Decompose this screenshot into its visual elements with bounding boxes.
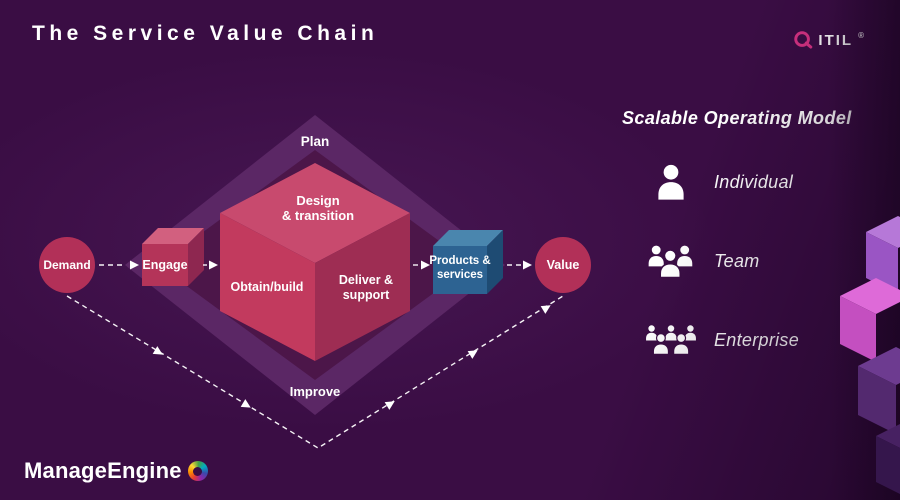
arrowhead — [240, 399, 251, 408]
deco-cube-dark-top — [858, 347, 900, 385]
itil-wordmark: ITIL — [818, 31, 854, 49]
design-transition-label-line1: Design — [296, 193, 339, 208]
obtain-build-label: Obtain/build — [231, 280, 304, 294]
products-services-label-line2: services — [437, 269, 483, 281]
manageengine-wordmark: ManageEngine — [24, 458, 182, 483]
products-services-label-line1: Products & — [429, 255, 490, 267]
improve-label: Improve — [290, 384, 341, 399]
manageengine-swirl-hole — [193, 466, 203, 476]
manageengine-swirl-icon — [187, 461, 208, 481]
deliver-support-label-line2: support — [343, 288, 390, 302]
arrowhead — [384, 401, 395, 410]
itil-registered-mark: ® — [858, 31, 864, 40]
design-transition-label-line2: & transition — [282, 208, 354, 223]
service-value-chain-diagram: Plan Improve Design & transition Obtain/… — [39, 115, 591, 449]
operating-model-heading: Scalable Operating Model — [622, 108, 852, 128]
itil-swirl-icon — [794, 31, 813, 49]
manageengine-logo: ManageEngine — [24, 458, 208, 484]
plan-label: Plan — [301, 134, 330, 149]
deco-cube-darkest-top — [876, 424, 900, 448]
deco-cube-pink-front — [840, 296, 876, 362]
operating-model-label: Enterprise — [714, 329, 800, 350]
deco-cube-lavender-front — [866, 232, 898, 294]
deliver-support-label-line1: Deliver & — [339, 273, 393, 287]
individual-icon — [642, 164, 700, 200]
operating-model-label: Individual — [714, 171, 794, 192]
operating-model-label: Team — [714, 250, 760, 271]
value-label: Value — [547, 258, 580, 272]
deco-cube-darkest-front — [876, 436, 900, 494]
arrowhead — [467, 350, 478, 359]
decorative-cubes — [840, 216, 900, 494]
demand-label: Demand — [43, 258, 90, 272]
arrowhead — [523, 260, 532, 270]
deco-cube-dark-front — [858, 366, 896, 434]
arrowhead — [152, 346, 163, 355]
enterprise-icon — [642, 324, 700, 356]
engage-label: Engage — [142, 258, 187, 272]
team-icon — [642, 245, 700, 278]
itil-logo: ITIL ® — [793, 30, 864, 50]
deco-cube-lavender-top — [866, 216, 900, 248]
deco-cube-pink-top — [840, 278, 900, 314]
